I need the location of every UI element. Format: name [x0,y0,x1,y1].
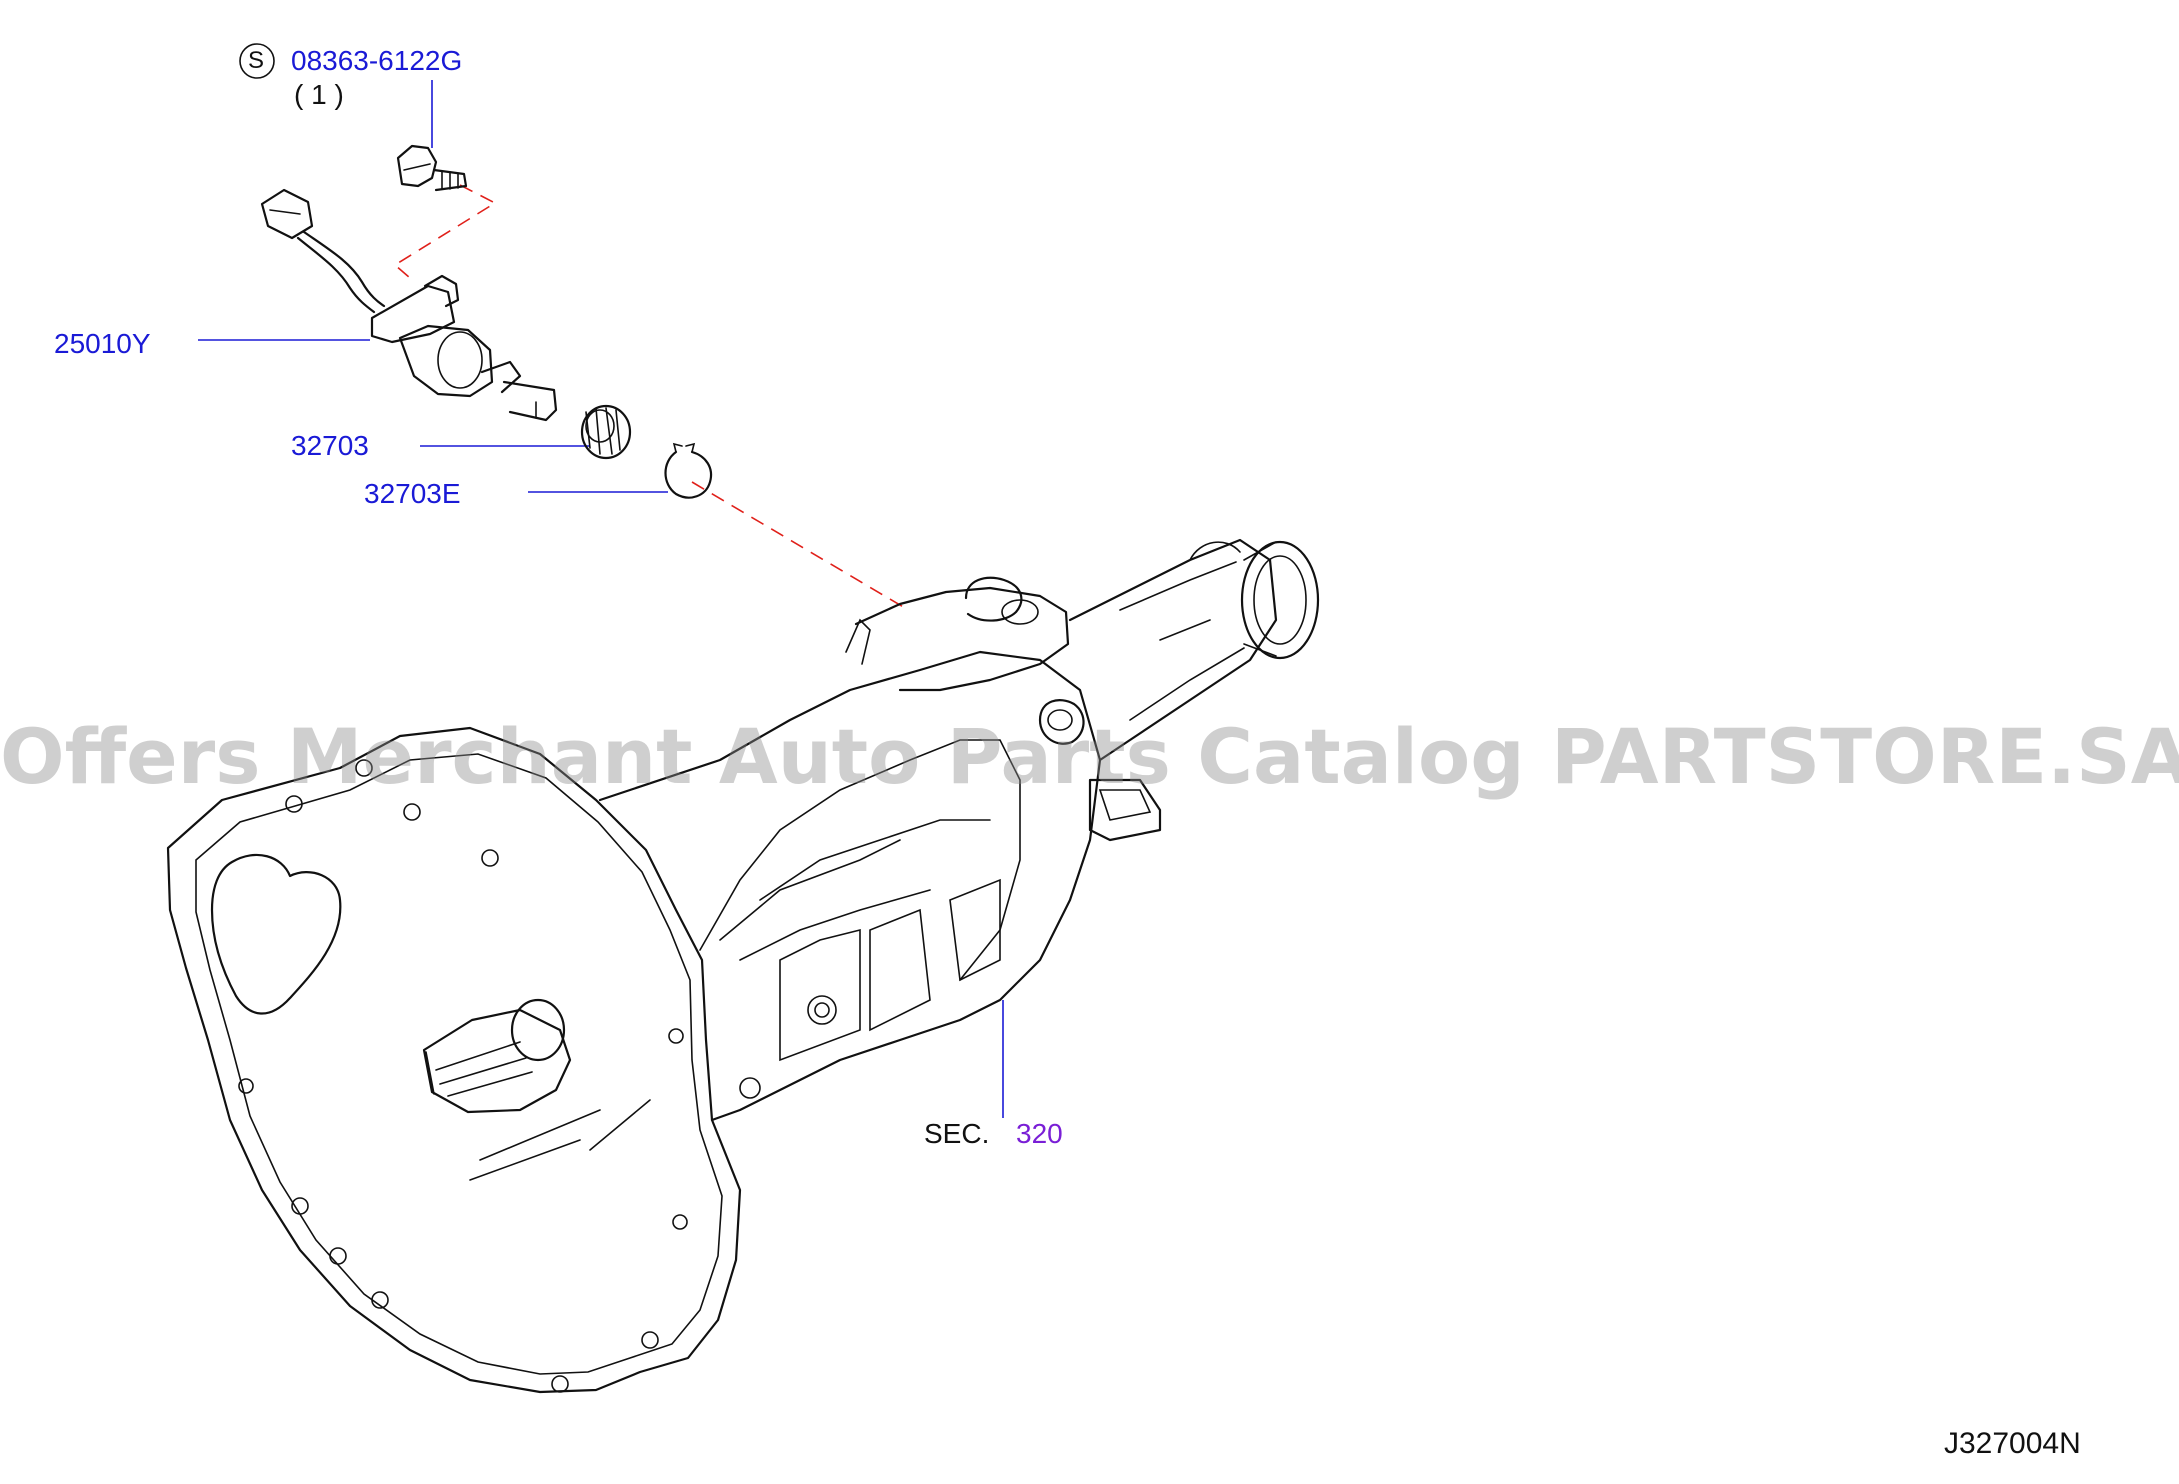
snap-ring-drawing [664,442,713,499]
transmission-drawing [166,538,1320,1394]
section-number-link[interactable]: 320 [1016,1118,1063,1149]
gear-drawing [580,404,632,460]
sensor-drawing [260,188,558,422]
s-symbol-label: S [248,47,265,74]
bolt-quantity: ( 1 ) [294,79,344,110]
ring-guide-dashed [691,481,906,609]
ring-part-number-link[interactable]: 32703E [364,478,461,509]
s-symbol-circle [239,43,275,79]
section-prefix: SEC. [924,1118,990,1149]
diagram-code: J327004N [1944,1427,2081,1460]
gear-part-number-link[interactable]: 32703 [291,430,369,461]
bolt-drawing [396,144,468,192]
bolt-guide-dashed [393,184,497,279]
bolt-part-number-link[interactable]: 08363-6122G [291,45,463,76]
sensor-part-number-link[interactable]: 25010Y [54,328,151,359]
